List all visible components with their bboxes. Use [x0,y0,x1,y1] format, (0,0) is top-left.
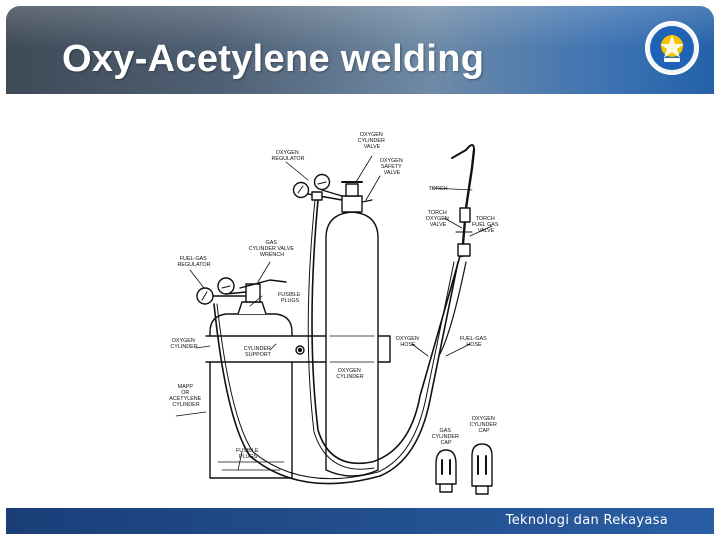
label-oxygen-cylinder-cap: OXYGEN CYLINDER CAP [470,416,499,434]
footer-banner: Teknologi dan Rekayasa [6,508,714,534]
label-oxygen-cylinder-valve: OXYGEN CYLINDER VALVE [358,132,387,150]
tut-wuri-handayani-logo-icon [644,20,700,76]
label-oxygen-safety-valve: OXYGEN SAFETY VALVE [380,158,405,176]
label-torch: TORCH [428,186,447,192]
fuel-gas-hose [213,261,459,485]
page-title: Oxy-Acetylene welding [62,38,485,80]
gas-cylinder-cap [435,449,457,493]
label-fuel-gas-hose: FUEL-GAS HOSE [460,336,488,348]
welding-torch [460,148,476,258]
label-cylinder-support: CYLINDER SUPPORT [244,346,273,358]
oxygen-cylinder-cap [471,443,493,495]
oxygen-regulator-gauge-1 [292,181,310,199]
oxygen-cylinder [325,211,379,477]
label-torch-oxygen-valve: TORCH OXYGEN VALVE [426,210,451,228]
oxygen-hose [311,199,461,464]
label-oxygen-regulator: OXYGEN REGULATOR [271,150,304,162]
label-fusible-plugs-top: FUSIBLE PLUGS [278,292,302,304]
fuel-gas-regulator-gauge-2 [217,277,235,295]
label-gas-cylinder-cap: GAS CYLINDER CAP [432,428,461,446]
label-oxygen-cylinder-main: OXYGEN CYLINDER [336,368,363,380]
label-oxygen-cylinder-left: OXYGEN CYLINDER [170,338,197,350]
label-gas-cylinder-valve-wrench: GAS CYLINDER VALVE WRENCH [249,240,296,258]
label-mapp-acetylene-cylinder: MAPP OR ACETYLENE CYLINDER [169,384,203,408]
label-fusible-plugs-bottom: FUSIBLE PLUGS [236,448,260,460]
label-oxygen-hose: OXYGEN HOSE [396,336,421,348]
label-torch-fuel-gas-valve: TORCH FUEL GAS VALVE [472,216,500,234]
label-fuel-gas-regulator: FUEL-GAS REGULATOR [177,256,210,268]
oxygen-regulator-gauge-2 [313,173,331,191]
footer-text: Teknologi dan Rekayasa [505,513,668,528]
header-banner [6,6,714,94]
